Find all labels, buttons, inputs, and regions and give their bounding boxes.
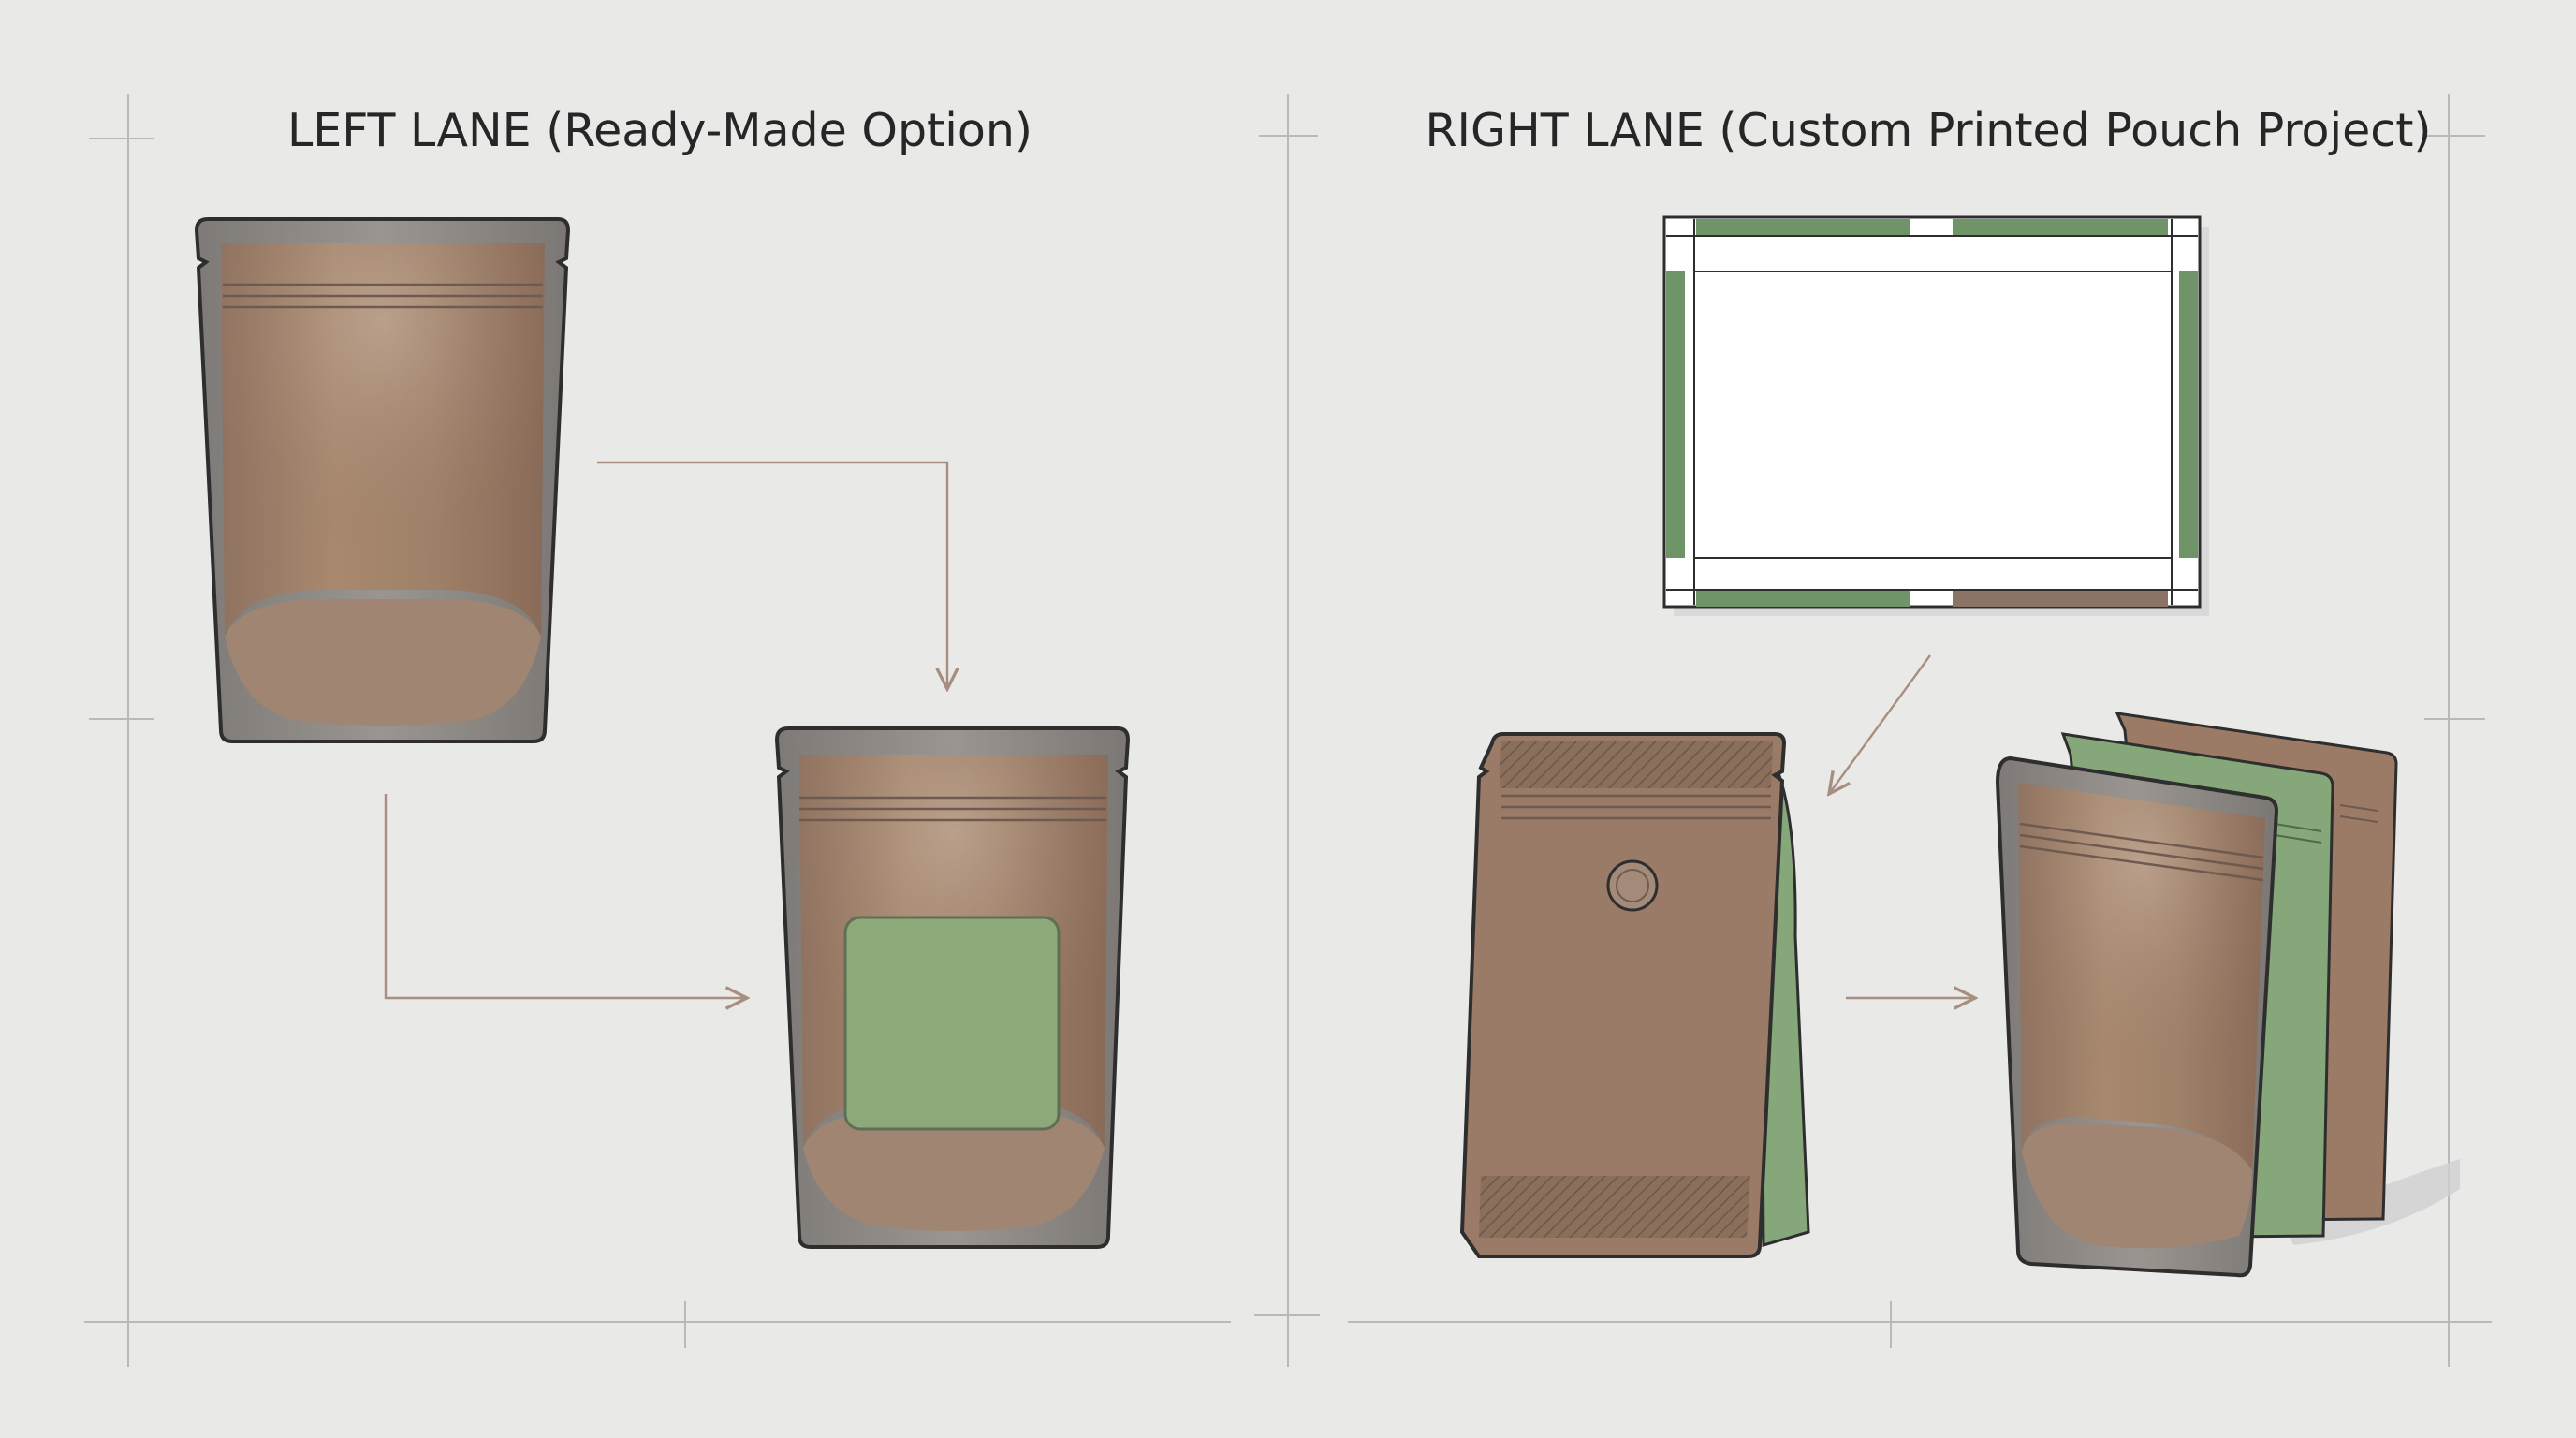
right-lane-arrows — [1829, 654, 1975, 998]
standup-pouch-icon — [194, 217, 571, 743]
green-label — [843, 916, 1061, 1131]
arrow-to-labeled-pouch — [597, 461, 947, 689]
left-lane-arrows — [384, 461, 947, 998]
guide-lines — [84, 94, 2492, 1367]
arrow-bottom-to-labeled-pouch — [384, 794, 747, 998]
flat-bottom-pouch-icon — [1459, 732, 1810, 1258]
print-proof-sheet-icon — [1662, 215, 2209, 616]
arrow-sheet-to-pouch — [1829, 654, 1931, 794]
pouch-stack-icon — [1995, 712, 2460, 1278]
right-lane-title: RIGHT LANE (Custom Printed Pouch Project… — [1425, 104, 2432, 157]
left-lane-title: LEFT LANE (Ready-Made Option) — [286, 104, 1033, 157]
labeled-pouch-icon — [774, 726, 1131, 1249]
valve-icon — [1606, 859, 1659, 912]
